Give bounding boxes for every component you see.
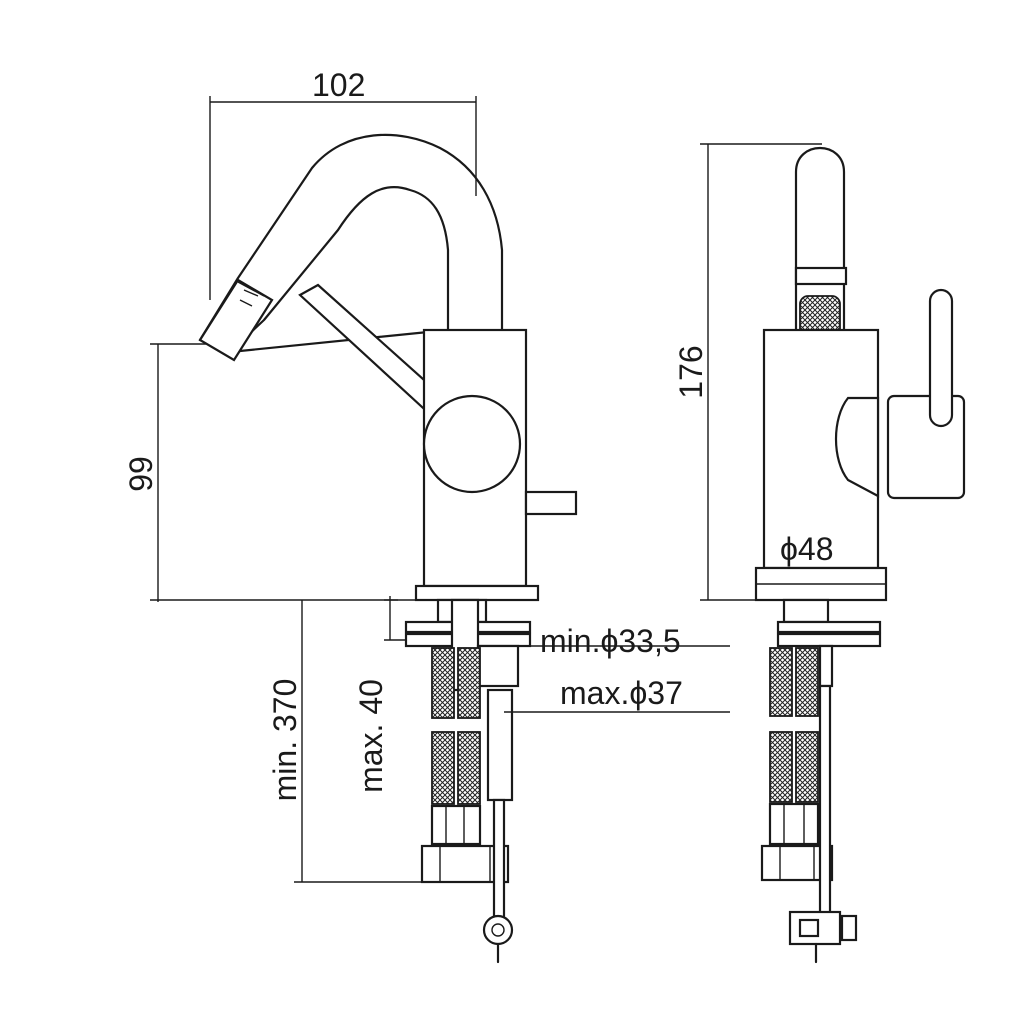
- flex-hose: [457, 647, 481, 719]
- spout: [198, 133, 504, 354]
- side-view: [198, 133, 578, 964]
- rod-clip: [482, 914, 514, 946]
- front-view: [754, 147, 966, 964]
- pop-up-knob: [524, 490, 578, 516]
- dim-hole-min: min.ϕ33,5: [540, 623, 681, 659]
- handle-knob: [422, 394, 522, 494]
- dim-hose-length: min. 370: [267, 679, 303, 802]
- dim-spout-height: 99: [123, 456, 159, 492]
- dim-max-deck-thickness: max. 40: [353, 679, 389, 793]
- flex-hose: [431, 731, 455, 805]
- dim-hole-max: max.ϕ37: [560, 675, 683, 711]
- dimension-lines-front: [700, 143, 872, 601]
- dimension-lines-side: [150, 96, 730, 883]
- base-plate: [414, 584, 540, 602]
- dim-base-diameter: ϕ48: [780, 531, 834, 567]
- dim-total-height: 176: [673, 345, 709, 398]
- dim-spout-reach: 102: [312, 67, 365, 103]
- flex-hose: [431, 647, 455, 719]
- side-handle: [834, 396, 880, 498]
- lever: [928, 288, 954, 428]
- flex-hose: [457, 731, 481, 805]
- aerator-tip: [198, 278, 274, 362]
